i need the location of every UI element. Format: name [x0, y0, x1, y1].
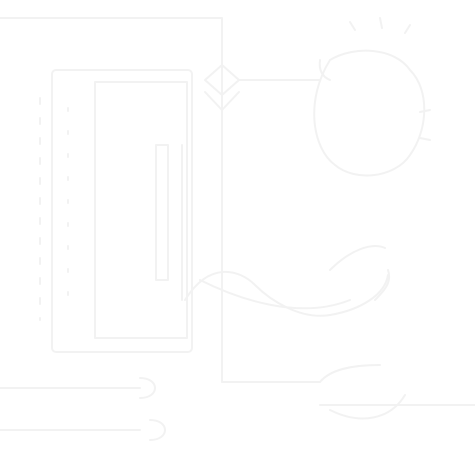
link-icon	[0, 364, 475, 441]
chevron-double-icon	[204, 64, 321, 111]
circle-badge-icon	[313, 17, 431, 177]
document-stack-icon	[0, 17, 223, 383]
pen-icon	[184, 245, 391, 317]
